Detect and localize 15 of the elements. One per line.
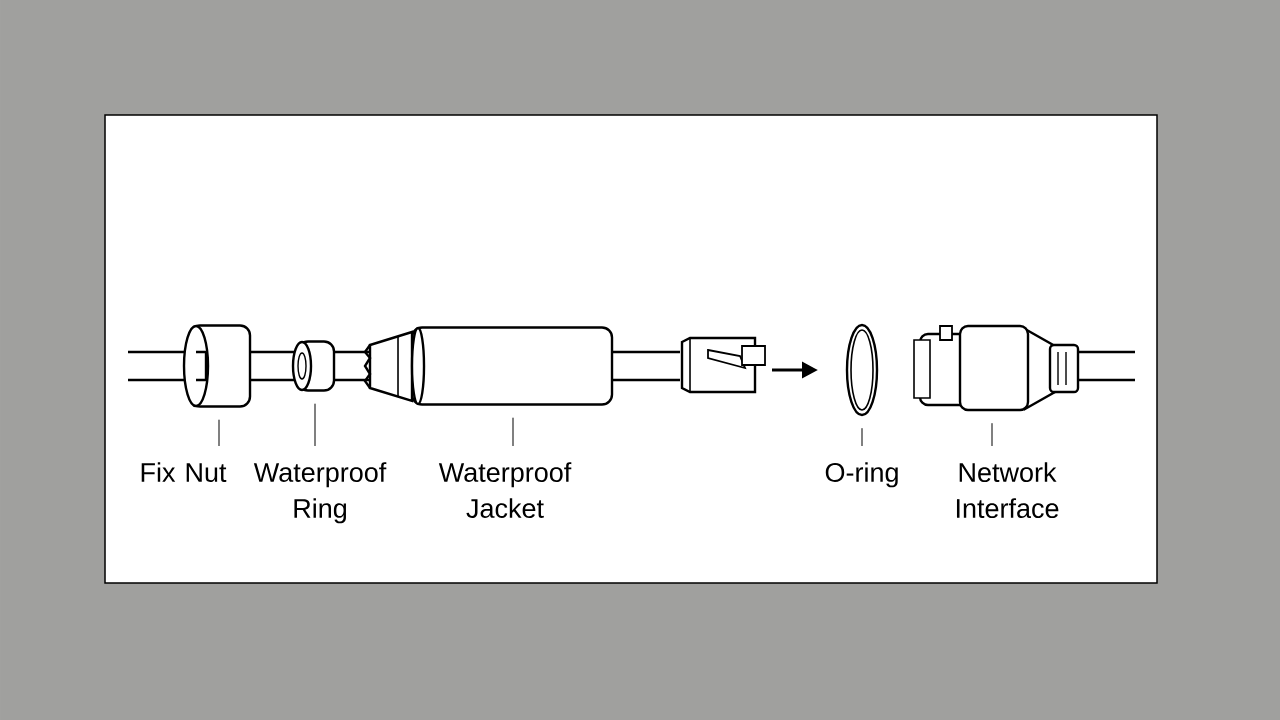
fix-nut-drawing bbox=[182, 324, 252, 408]
part-label: Waterproof Jacket bbox=[438, 462, 572, 518]
part-label: Waterproof Ring bbox=[253, 462, 387, 524]
leader-line bbox=[314, 403, 316, 447]
leader-line bbox=[218, 419, 220, 447]
part-label: Fix Nut bbox=[141, 462, 227, 483]
waterproof-ring-drawing bbox=[291, 340, 336, 392]
part-label: O-ring bbox=[825, 462, 898, 488]
waterproof-jacket-drawing bbox=[363, 326, 614, 406]
leader-line bbox=[512, 417, 514, 447]
leader-line bbox=[991, 422, 993, 447]
part-label: Network Interface bbox=[956, 462, 1059, 519]
o-ring-drawing bbox=[845, 323, 879, 417]
leader-line bbox=[861, 427, 863, 447]
network-interface-drawing bbox=[913, 324, 1137, 412]
